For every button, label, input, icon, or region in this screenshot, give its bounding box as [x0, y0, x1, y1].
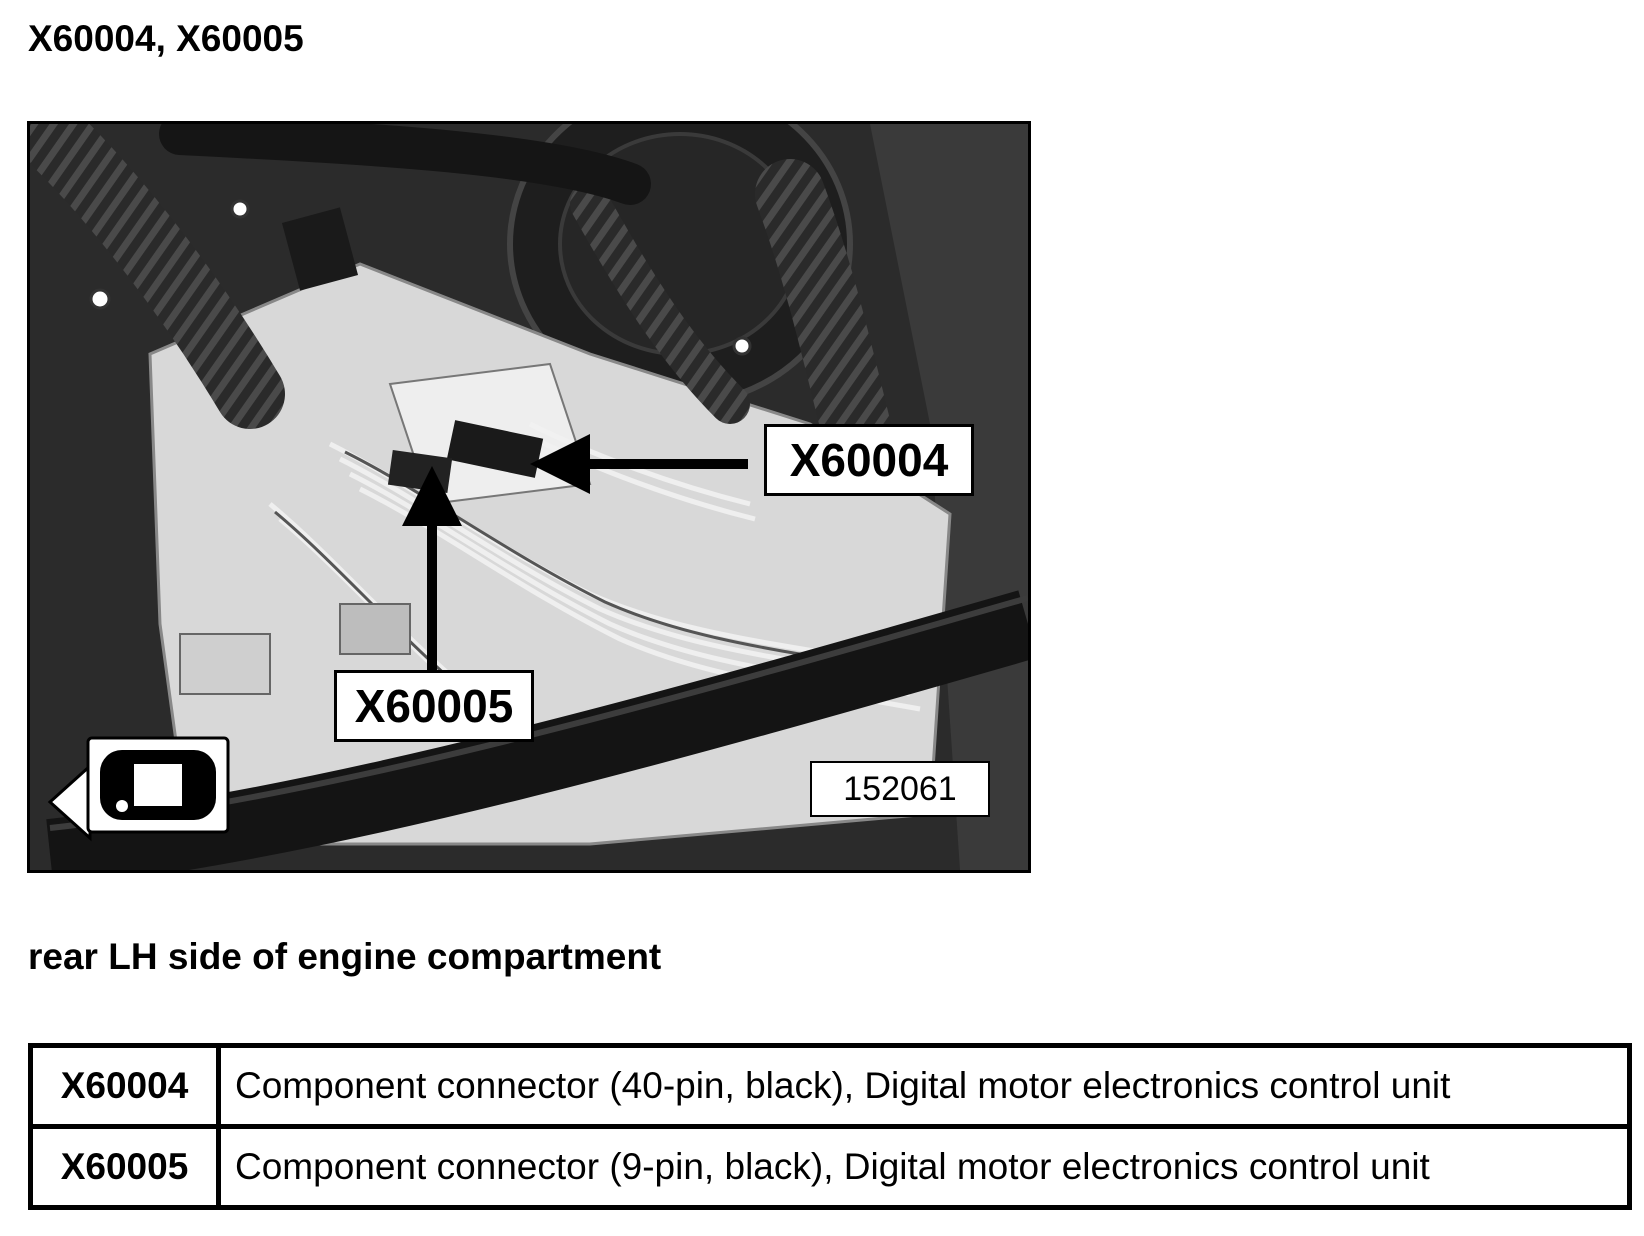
- table-row: X60005 Component connector (9-pin, black…: [28, 1124, 1632, 1210]
- callout-x60004: X60004: [764, 424, 974, 496]
- table-row: X60004 Component connector (40-pin, blac…: [28, 1043, 1632, 1129]
- figure-caption: rear LH side of engine compartment: [28, 936, 662, 977]
- view-orientation-icon: [50, 734, 230, 834]
- connector-code: X60004: [28, 1043, 221, 1129]
- photo-id-label: 152061: [810, 761, 990, 817]
- callout-x60005: X60005: [334, 670, 534, 742]
- page-title: X60004, X60005: [28, 18, 304, 59]
- photo-id-text: 152061: [843, 770, 957, 808]
- callout-x60005-label: X60005: [354, 680, 514, 732]
- connector-legend-table: X60004 Component connector (40-pin, blac…: [28, 1043, 1632, 1210]
- callout-x60004-label: X60004: [789, 434, 949, 486]
- engine-compartment-photo: X60004 X60005 152061: [27, 121, 1031, 873]
- connector-description: Component connector (40-pin, black), Dig…: [216, 1043, 1632, 1129]
- connector-description: Component connector (9-pin, black), Digi…: [216, 1124, 1632, 1210]
- connector-code: X60005: [28, 1124, 221, 1210]
